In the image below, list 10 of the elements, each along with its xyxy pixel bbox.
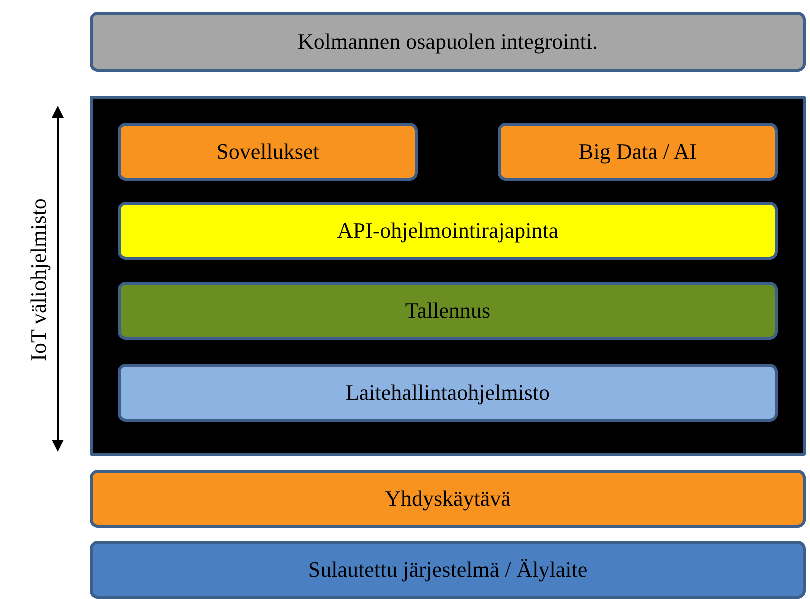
layer-box: Big Data / AI bbox=[498, 123, 778, 181]
layer-bar: Laitehallintaohjelmisto bbox=[118, 364, 778, 422]
middleware-panel bbox=[90, 96, 806, 456]
layer-box: Sovellukset bbox=[118, 123, 418, 181]
layer-bar: Kolmannen osapuolen integrointi. bbox=[90, 12, 806, 72]
layer-bar: Yhdyskäytävä bbox=[90, 470, 806, 528]
axis-label: IoT väliohjelmisto bbox=[26, 198, 52, 362]
layer-bar: API-ohjelmointirajapinta bbox=[118, 202, 778, 260]
layer-bar: Tallennus bbox=[118, 282, 778, 340]
layer-bar: Sulautettu järjestelmä / Älylaite bbox=[90, 541, 806, 599]
